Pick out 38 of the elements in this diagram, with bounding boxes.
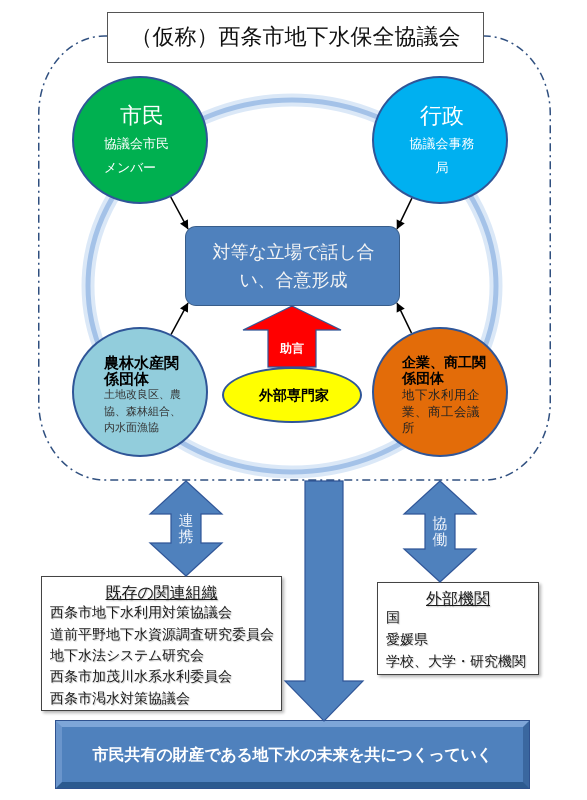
council-title: （仮称）西条市地下水保全協議会 bbox=[107, 12, 484, 63]
list-item: 西条市渇水対策協議会 bbox=[50, 690, 190, 709]
double-arrow bbox=[148, 480, 224, 577]
list-item: 西条市地下水利用対策協議会 bbox=[50, 604, 232, 624]
arrow bbox=[170, 196, 189, 230]
arrow bbox=[396, 198, 413, 230]
node-text: 土地改良区、農協、森林組合、内水面漁協 bbox=[104, 387, 182, 436]
node-text: 地下水利用企業、商工会議所 bbox=[402, 387, 480, 436]
node-title: 行政 bbox=[420, 103, 464, 131]
goal-banner bbox=[56, 721, 529, 788]
arrow bbox=[396, 302, 412, 334]
agency-list-box bbox=[377, 582, 539, 675]
edge-label: 協働 bbox=[432, 515, 448, 548]
edge-label: 助言 bbox=[280, 340, 304, 357]
node-title: 市民 bbox=[120, 103, 164, 131]
list-item: 学校、大学・研究機関 bbox=[386, 652, 526, 672]
node-text: 協議会事務局 bbox=[408, 136, 476, 178]
banner-text: 市民共有の財産である地下水の未来を共につくっていく bbox=[92, 744, 492, 765]
node-text: 協議会市民メンバー bbox=[104, 136, 170, 178]
list-item: 愛媛県 bbox=[386, 630, 428, 650]
list-item: 国 bbox=[386, 609, 400, 628]
double-arrow bbox=[402, 480, 478, 583]
node-text: 対等な立場で話し合い、合意形成 bbox=[212, 241, 376, 293]
list-heading: 既存の関連組織 bbox=[106, 582, 218, 604]
node-title: 農林水産関係団体 bbox=[104, 355, 180, 387]
node-title: 外部専門家 bbox=[259, 386, 329, 406]
arrow bbox=[170, 302, 189, 335]
node-title: 企業、商工関係団体 bbox=[402, 355, 487, 387]
list-item: 西条市加茂川水系水利委員会 bbox=[50, 668, 232, 688]
discussion-box bbox=[185, 226, 400, 306]
organization-list-box bbox=[41, 576, 282, 711]
edge-label: 連携 bbox=[178, 512, 194, 545]
block-arrow bbox=[242, 305, 342, 368]
list-heading: 外部機関 bbox=[426, 588, 490, 610]
block-arrow bbox=[284, 480, 364, 722]
list-item: 道前平野地下水資源調査研究委員会 bbox=[50, 626, 274, 645]
group-boundary bbox=[38, 12, 551, 481]
list-item: 地下水法システム研究会 bbox=[50, 647, 204, 666]
